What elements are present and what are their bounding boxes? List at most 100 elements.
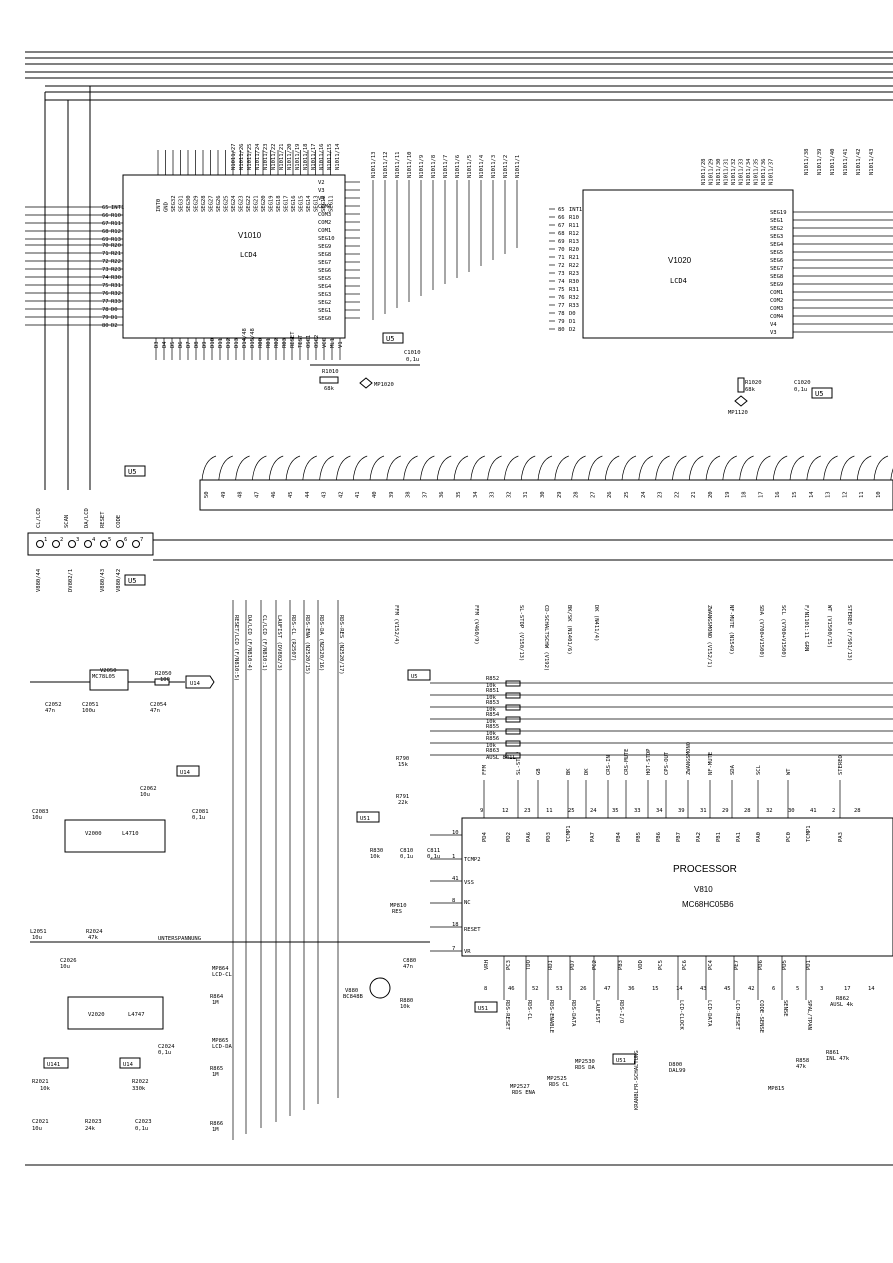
wire: [588, 455, 603, 481]
pin-label: N1011/18: [303, 144, 309, 171]
wire: [655, 455, 670, 481]
wire: [604, 455, 620, 481]
svg-text:0,1u: 0,1u: [794, 387, 807, 393]
pin-label: V4: [770, 322, 777, 328]
pin-label: 76: [558, 295, 565, 301]
svg-text:U14: U14: [123, 1062, 134, 1068]
pin-label: 48: [238, 491, 244, 498]
svg-text:R790: R790: [396, 756, 409, 762]
pin-label: N1011/41: [843, 149, 849, 176]
pin-number: 8: [452, 898, 455, 904]
pin-number: 53: [556, 986, 563, 992]
pin-number: 29: [722, 808, 729, 814]
pin-name: PB6: [656, 832, 662, 842]
svg-text:RDS ENA: RDS ENA: [512, 1090, 536, 1096]
svg-text:R791: R791: [396, 794, 409, 800]
pin-label: 74: [558, 279, 565, 285]
pin-label: 23: [658, 491, 664, 498]
pin-label: R30: [569, 279, 579, 285]
pin-label: INT1: [569, 207, 582, 213]
pin-label: SEG21: [254, 195, 260, 212]
pin-label: V3: [770, 330, 777, 336]
pin-name: PD4: [482, 831, 488, 842]
pin-signal-label: CODE-SENSE: [758, 1000, 764, 1033]
pin-label: RESET: [290, 331, 296, 348]
pin-label: 43: [322, 491, 328, 498]
wire: [436, 455, 452, 481]
pin-number: 46: [508, 986, 515, 992]
svg-text:C2026: C2026: [60, 958, 77, 964]
wire: [739, 455, 754, 481]
processor-title: PROCESSOR: [673, 864, 737, 875]
pin-label: N1011/17: [311, 144, 317, 171]
pin-number: 31: [700, 808, 707, 814]
pin-label: V3: [318, 188, 325, 194]
pin-label: D0: [569, 311, 576, 317]
pin-signal-label: FFM: [482, 764, 488, 775]
pin-label: SEG9: [318, 244, 331, 250]
svg-text:C2052: C2052: [45, 702, 62, 708]
pin-label: SEG15: [299, 195, 305, 212]
pin-label: N1011/5: [467, 155, 473, 178]
pin-name: PD3: [546, 832, 552, 842]
pin-label: 80: [558, 327, 565, 333]
connector-signal-label: V880/44: [36, 568, 42, 592]
pin-name: PA1: [736, 832, 742, 842]
pin-signal-label: LAUFIST: [594, 1000, 600, 1024]
resistor: [505, 752, 521, 759]
svg-text:22k: 22k: [398, 800, 409, 806]
pin-signal-label: DK: [584, 768, 590, 775]
svg-text:10u: 10u: [32, 815, 42, 821]
v1020-right-pins: SEG19SEG1SEG2SEG3SEG4SEG5SEG6SEG7SEG8SEG…: [770, 210, 893, 336]
svg-text:MP2527: MP2527: [510, 1084, 530, 1090]
pin-label: R11: [111, 221, 121, 227]
svg-text:LCD-CL: LCD-CL: [212, 972, 233, 978]
processor-part: MC68HC05B6: [682, 900, 734, 909]
wire: [285, 455, 301, 481]
pin-name: TCMP1: [806, 825, 812, 842]
pin-label: COM2: [318, 220, 331, 226]
pin-label: 15: [792, 491, 798, 498]
pin-label: N1011/27: [231, 144, 237, 171]
pin-label: 70: [102, 243, 109, 249]
pin-label: 74: [102, 275, 109, 281]
pin-label: R21: [111, 251, 121, 257]
pin-label: D7: [186, 341, 192, 348]
processor-passives: U5 R790 15k R791 22k U51 R830 10k C810 0…: [210, 669, 854, 1133]
svg-text:C1010: C1010: [404, 350, 421, 356]
connector-pin: [116, 540, 124, 548]
wire: [470, 455, 485, 481]
pin-label: SEG1: [318, 308, 331, 314]
pin-label: 1: [44, 537, 47, 543]
pin-number: 32: [766, 808, 773, 814]
pin-number: 15: [652, 986, 659, 992]
net-label: DK (N411/4): [593, 605, 599, 641]
pin-label: 50: [204, 491, 210, 498]
pin-label: R00: [258, 338, 264, 348]
pin-name: PB5: [636, 832, 642, 842]
connector-signal-label: DA/LCD: [84, 508, 90, 528]
pin-signal-label: CPS-OUT: [664, 751, 670, 775]
pin-label: SEG6: [770, 258, 783, 264]
pin-label: N1011/3: [491, 155, 497, 178]
pin-label: R31: [569, 287, 579, 293]
svg-text:MP1020: MP1020: [374, 382, 394, 388]
pin-number: 3: [820, 986, 823, 992]
svg-text:MP864: MP864: [212, 966, 229, 972]
v1010-right-pins: V2V3V4COM4COM3COM2COM1SEG10SEG9SEG8SEG7S…: [318, 180, 360, 322]
svg-text:R861: R861: [826, 1050, 839, 1056]
pin-label: N1011/40: [830, 149, 836, 176]
pin-label: N1011/42: [856, 149, 862, 176]
pin-name: PD5: [782, 960, 788, 970]
pin-label: N1011/19: [295, 144, 301, 171]
pin-name: PA7: [590, 832, 596, 842]
pin-label: N1011/15: [327, 144, 333, 171]
pin-label: V2: [318, 180, 325, 186]
svg-text:R1020: R1020: [745, 380, 762, 386]
svg-text:0,1u: 0,1u: [400, 854, 413, 860]
pin-label: SEG25: [224, 195, 230, 212]
pin-label: N1011/29: [709, 159, 715, 186]
svg-text:L2051: L2051: [30, 929, 47, 935]
